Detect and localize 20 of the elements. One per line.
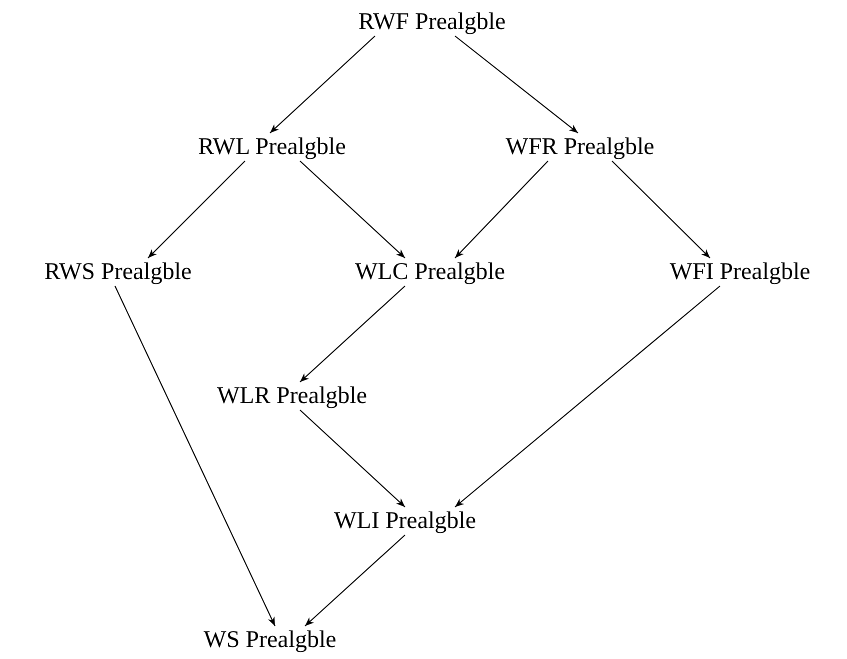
arrow: [454, 160, 548, 258]
node-label: WLI Prealgble: [334, 508, 476, 534]
arrow: [148, 160, 246, 258]
node-label: RWL Prealgble: [198, 134, 346, 160]
node-label: WLC Prealgble: [355, 259, 505, 285]
arrow: [454, 36, 578, 134]
node-label: WLR Prealgble: [217, 383, 367, 409]
node-label: WFI Prealgble: [670, 259, 810, 285]
arrow: [300, 410, 406, 508]
node-label: RWF Prealgble: [358, 9, 506, 35]
node-label: WS Prealgble: [204, 627, 336, 653]
arrow: [300, 160, 406, 258]
node-label: RWS Prealgble: [44, 259, 192, 285]
arrow: [270, 36, 376, 134]
arrow: [612, 160, 710, 258]
arrow: [304, 534, 406, 626]
arrow: [114, 286, 276, 626]
arrow: [300, 286, 406, 382]
arrow: [454, 286, 720, 508]
node-label: WFR Prealgble: [506, 134, 654, 160]
